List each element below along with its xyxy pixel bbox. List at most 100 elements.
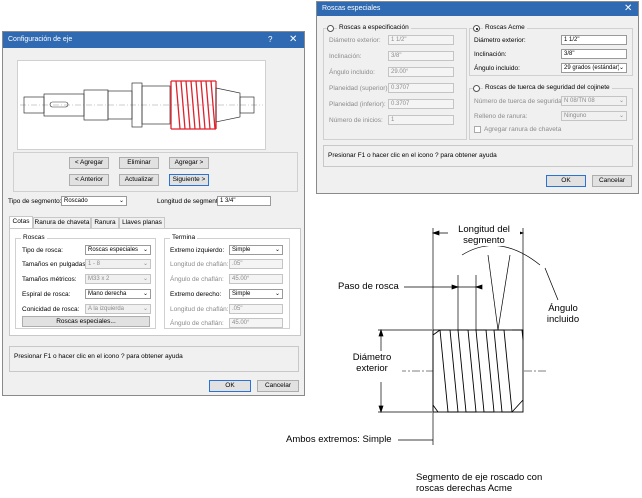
spec-starts-label: Número de inicios:: [329, 117, 383, 124]
spec-radio-label: Roscas a especificación: [337, 24, 411, 31]
dialog-title: Configuración de eje: [8, 36, 73, 43]
thread-type-value: Roscas especiales: [88, 247, 139, 253]
spec-starts-input[interactable]: 1: [388, 115, 454, 125]
tab-keyway[interactable]: Ranura de chaveta: [33, 217, 91, 228]
metric-size-select[interactable]: M33 x 2 ⌄: [85, 274, 151, 284]
segment-length-input[interactable]: 1 3/4": [217, 196, 271, 206]
cancel-button[interactable]: Cancelar: [592, 175, 632, 187]
tab-flats[interactable]: Llaves planas: [119, 217, 165, 228]
metric-size-label: Tamaños métricos:: [22, 276, 77, 283]
acme-pitch-label: Inclinación:: [474, 51, 507, 58]
threads-group-title: Roscas: [21, 234, 47, 241]
termination-group-title: Termina: [170, 234, 198, 241]
right-end-select[interactable]: Simple⌄: [229, 289, 283, 299]
acme-angle-select[interactable]: 29 grados (estándar)⌄: [561, 63, 627, 73]
title-bar: Configuración de eje ? ✕: [3, 32, 304, 48]
chamfer-angle-input-2[interactable]: 45.00°: [229, 318, 283, 328]
keyway-checkbox[interactable]: [474, 126, 481, 133]
taper-value: A la izquierda: [88, 306, 125, 312]
thread-type-label: Tipo de rosca:: [22, 247, 63, 254]
chamfer-length-input-2[interactable]: .05": [229, 304, 283, 314]
bearing-fill-select[interactable]: Ninguno⌄: [561, 111, 627, 121]
spiral-value: Mano derecha: [88, 291, 127, 297]
acme-radio-label: Roscas Acme: [483, 24, 527, 31]
help-box: Presionar F1 o hacer clic en el icono ? …: [323, 145, 633, 167]
help-icon[interactable]: ?: [268, 35, 273, 44]
thread-type-select[interactable]: Roscas especiales⌄: [85, 245, 151, 255]
chevron-down-icon: ⌄: [142, 306, 148, 312]
included-angle-text: Ángulo incluido: [546, 303, 580, 325]
bearing-nut-value: N 08/TN 08: [564, 98, 595, 104]
special-threads-dialog: Roscas especiales ✕ Roscas a especificac…: [316, 1, 639, 194]
shaft-preview: [17, 60, 266, 150]
spiral-label: Espiral de rosca:: [22, 291, 71, 298]
keyway-checkbox-label: Agregar ranura de chaveta: [484, 126, 562, 133]
chevron-down-icon: ⌄: [618, 64, 624, 72]
thread-crests: [432, 329, 524, 413]
segment-type-select[interactable]: Roscado ⌄: [61, 196, 127, 206]
axis-config-dialog: Configuración de eje ? ✕ < Agregar Elimi…: [2, 31, 305, 396]
inch-size-label: Tamaños en pulgadas:: [22, 261, 88, 268]
outer-diameter-text: Diámetro exterior: [352, 352, 392, 374]
spec-flat-top-input[interactable]: 0.3707: [388, 83, 454, 93]
bearing-radio[interactable]: [473, 85, 480, 92]
inch-size-select[interactable]: 1 - 8⌄: [85, 259, 151, 269]
bearing-nut-label: Número de tuerca de seguridad:: [474, 98, 568, 105]
taper-select[interactable]: A la izquierda ⌄: [85, 304, 151, 314]
close-icon[interactable]: ✕: [624, 3, 633, 14]
delete-button[interactable]: Eliminar: [119, 157, 159, 169]
spec-flat-bottom-label: Planeidad (inferior):: [329, 101, 386, 108]
segment-length-text: Longitud del segmento: [458, 224, 510, 246]
tab-cotas[interactable]: Cotas: [9, 216, 33, 228]
metric-size-value: M33 x 2: [88, 276, 110, 282]
acme-angle-value: 29 grados (estándar): [564, 65, 620, 71]
acme-pitch-input[interactable]: 3/8": [561, 49, 627, 59]
acme-group: [469, 28, 633, 76]
tab-groove[interactable]: Ranura: [91, 217, 119, 228]
chevron-down-icon: ⌄: [118, 198, 124, 204]
diameter-arrows: [378, 328, 384, 414]
acme-radio[interactable]: [473, 25, 480, 32]
chamfer-length-input[interactable]: .05": [229, 259, 283, 269]
add-right-button[interactable]: Agregar >: [169, 157, 209, 169]
acme-diameter-label: Diámetro exterior:: [474, 37, 526, 44]
bearing-radio-label: Roscas de tuerca de seguridad del cojine…: [483, 84, 612, 91]
taper-label: Conicidad de rosca:: [22, 306, 80, 313]
ok-button[interactable]: OK: [546, 175, 586, 187]
thread-pitch-label: Paso de rosca: [338, 281, 399, 292]
spec-radio[interactable]: [327, 25, 334, 32]
spec-pitch-input[interactable]: 3/8": [388, 51, 454, 61]
chamfer-angle-input[interactable]: 45.00°: [229, 274, 283, 284]
spec-flat-bottom-input[interactable]: 0.3707: [388, 99, 454, 109]
chevron-down-icon: ⌄: [274, 247, 280, 253]
chevron-down-icon: ⌄: [142, 276, 148, 282]
angle-arc: [461, 245, 541, 266]
chevron-down-icon: ⌄: [618, 98, 624, 104]
close-icon[interactable]: ✕: [289, 34, 298, 45]
spec-diameter-input[interactable]: 1 1/2": [388, 35, 454, 45]
tab-strip: Cotas Ranura de chaveta Ranura Llaves pl…: [9, 216, 299, 229]
spec-pitch-label: Inclinación:: [329, 53, 362, 60]
both-ends-label: Ambos extremos: Simple: [286, 434, 392, 445]
bearing-nut-select[interactable]: N 08/TN 08 ⌄: [561, 96, 627, 106]
segment-type-value: Roscado: [64, 198, 88, 204]
right-end-label: Extremo derecho:: [170, 291, 222, 298]
pitch-arrows: [451, 284, 483, 290]
left-end-select[interactable]: Simple⌄: [229, 245, 283, 255]
spiral-select[interactable]: Mano derecha⌄: [85, 289, 151, 299]
spec-diameter-label: Diámetro exterior:: [329, 37, 381, 44]
dialog-title: Roscas especiales: [322, 5, 381, 12]
chevron-down-icon: ⌄: [618, 113, 624, 119]
spec-angle-input[interactable]: 29.00°: [388, 67, 454, 77]
cancel-button[interactable]: Cancelar: [257, 380, 299, 392]
add-left-button[interactable]: < Agregar: [69, 157, 109, 169]
acme-diameter-input[interactable]: 1 1/2": [561, 35, 627, 45]
chamfer-angle-label-2: Ángulo de chaflán:: [170, 320, 224, 327]
outer-diameter-label: Diámetro exterior: [342, 352, 402, 374]
prev-button[interactable]: < Anterior: [69, 174, 109, 186]
next-button[interactable]: Siguiente >: [169, 174, 209, 186]
chamfer-angle-label: Ángulo de chaflán:: [170, 276, 224, 283]
ok-button[interactable]: OK: [209, 380, 251, 392]
update-button[interactable]: Actualizar: [119, 174, 159, 186]
special-threads-button[interactable]: Roscas especiales...: [22, 316, 150, 327]
